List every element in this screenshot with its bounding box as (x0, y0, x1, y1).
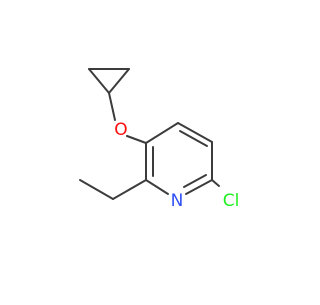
bond-cyclopropyl-oxygen (108, 92, 116, 121)
bond-c4-c5 (177, 122, 213, 143)
bond-c4-c5-double (179, 130, 208, 147)
atom-oxygen: O (114, 120, 127, 140)
bond-oxygen-c3 (126, 135, 147, 144)
bond-c2-ethyl (112, 179, 147, 200)
bond-cyclopropyl-3 (108, 68, 130, 94)
atom-labels: O N Cl (114, 120, 239, 211)
bond-c6-n (185, 179, 213, 195)
atom-chlorine: Cl (223, 191, 240, 211)
molecule-structure: O N Cl (79, 68, 239, 211)
structure-canvas: O N Cl (79, 68, 239, 211)
bond-ethyl-ch3 (79, 179, 114, 200)
bond-c6-chlorine (211, 179, 220, 187)
bond-c3-c4 (145, 122, 179, 144)
bond-cyclopropyl-2 (88, 68, 110, 94)
bond-c6-n-double (183, 174, 207, 188)
bond-n-c2 (145, 179, 169, 195)
atom-nitrogen: N (171, 191, 184, 211)
bond-lines (79, 68, 220, 200)
